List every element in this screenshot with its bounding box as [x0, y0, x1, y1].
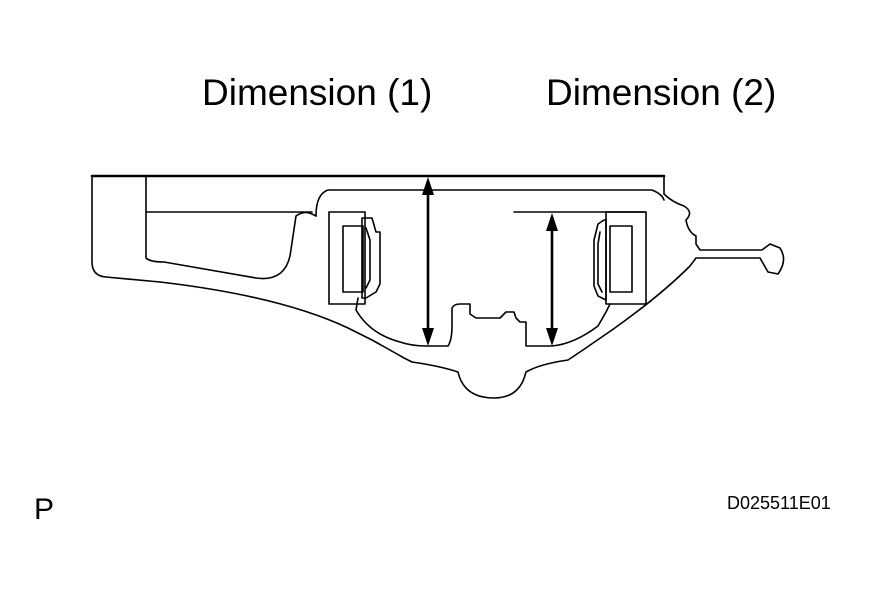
dimension-2-arrowhead-bottom [546, 328, 558, 346]
left-seal-ring [361, 217, 381, 299]
dimension-1-arrowhead-bottom [422, 328, 434, 346]
corner-letter: P [34, 493, 55, 526]
left-seal-lip [365, 227, 371, 289]
left-piston-body [328, 211, 366, 305]
left-retainer [355, 297, 611, 347]
dimension-1-arrowhead-top [422, 177, 434, 195]
cavity-outline [315, 189, 665, 217]
right-seal-ring [593, 219, 607, 301]
figure-code: D025511E01 [727, 493, 831, 513]
housing-outline [91, 175, 785, 399]
left-piston-inner [342, 225, 364, 293]
dimension-2-label: Dimension (2) [546, 72, 777, 113]
right-seal-lip [597, 231, 603, 293]
dimension-1-label: Dimension (1) [202, 72, 433, 113]
dimension-2-arrowhead-top [546, 213, 558, 231]
right-piston-inner [609, 225, 633, 293]
housing-inner-step [145, 175, 317, 280]
